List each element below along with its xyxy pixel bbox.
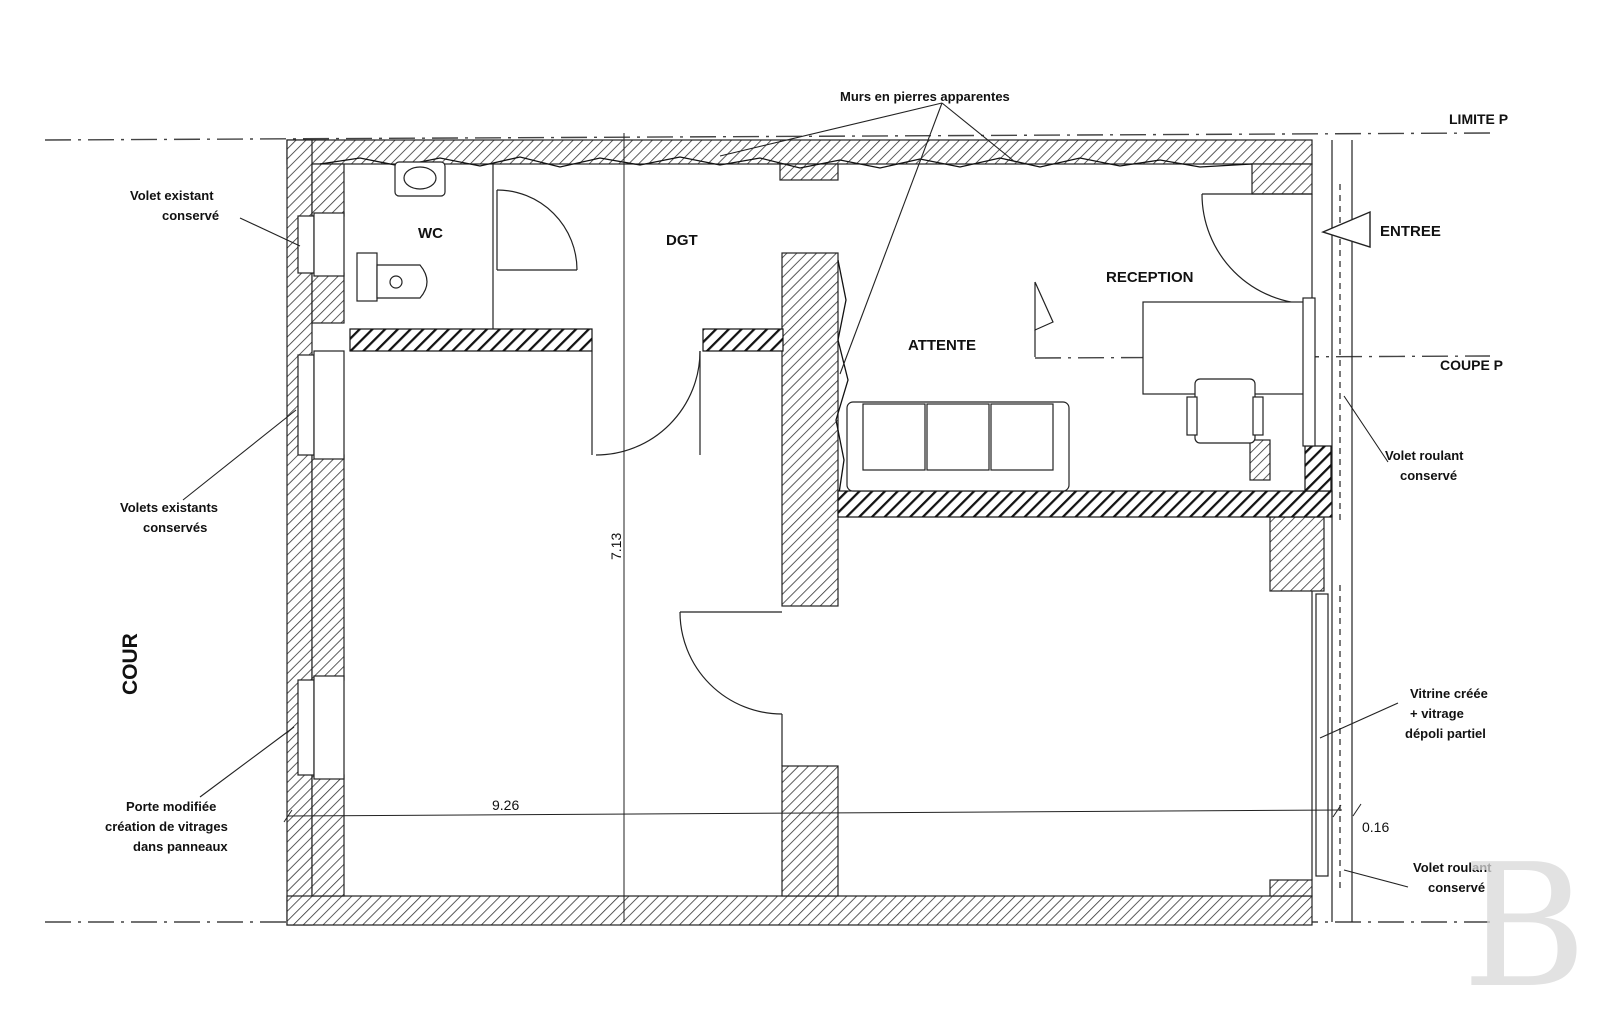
room-label-dgt: DGT [666, 232, 698, 249]
annotation-leaders [182, 102, 1409, 888]
annotation-volet-roulant-top-line2: conservé [1400, 468, 1457, 483]
stone-wall-edges [319, 156, 1253, 501]
exterior-walls [286, 139, 1325, 926]
annotation-murs-pierres: Murs en pierres apparentes [840, 89, 1010, 104]
room-label-attente: ATTENTE [908, 337, 976, 354]
annotation-volet-roulant-bottom-line1: Volet roulant [1413, 860, 1492, 875]
entrance-arrow-icon [1320, 210, 1371, 248]
room-label-reception: RECEPTION [1106, 269, 1194, 286]
boundary-label-coupe: COUPE P [1440, 357, 1503, 373]
annotation-porte-modifiee-line1: Porte modifiée [126, 799, 216, 814]
door-swings [496, 189, 1313, 766]
annotation-volet-roulant-bottom-line2: conservé [1428, 880, 1485, 895]
new-partitions [349, 328, 1333, 518]
annotation-porte-modifiee-line3: dans panneaux [133, 839, 228, 854]
annotation-vitrine-line1: Vitrine créée [1410, 686, 1488, 701]
annotation-volet-roulant-top-line1: Volet roulant [1385, 448, 1464, 463]
annotation-vitrine-line3: dépoli partiel [1405, 726, 1486, 741]
dimension-height: 7.13 [608, 533, 624, 560]
dimension-width: 9.26 [492, 797, 519, 813]
annotation-volets-existants-line2: conservés [143, 520, 207, 535]
boundary-label-limite: LIMITE P [1449, 111, 1508, 127]
annotation-vitrine-line2: + vitrage [1410, 706, 1464, 721]
dimension-offset: 0.16 [1362, 819, 1389, 835]
dimension-lines [283, 133, 1362, 922]
side-label-cour: COUR [119, 633, 142, 695]
wc-fixtures [356, 161, 494, 329]
furniture [846, 281, 1316, 492]
annotation-porte-modifiee-line2: création de vitrages [105, 819, 228, 834]
room-label-entree: ENTREE [1380, 223, 1441, 240]
annotation-volet-existant-line2: conservé [162, 208, 219, 223]
window-reveals [297, 212, 345, 780]
annotation-volets-existants-line1: Volets existants [120, 500, 218, 515]
annotation-volet-existant-line1: Volet existant [130, 188, 214, 203]
room-label-wc: WC [418, 225, 443, 242]
